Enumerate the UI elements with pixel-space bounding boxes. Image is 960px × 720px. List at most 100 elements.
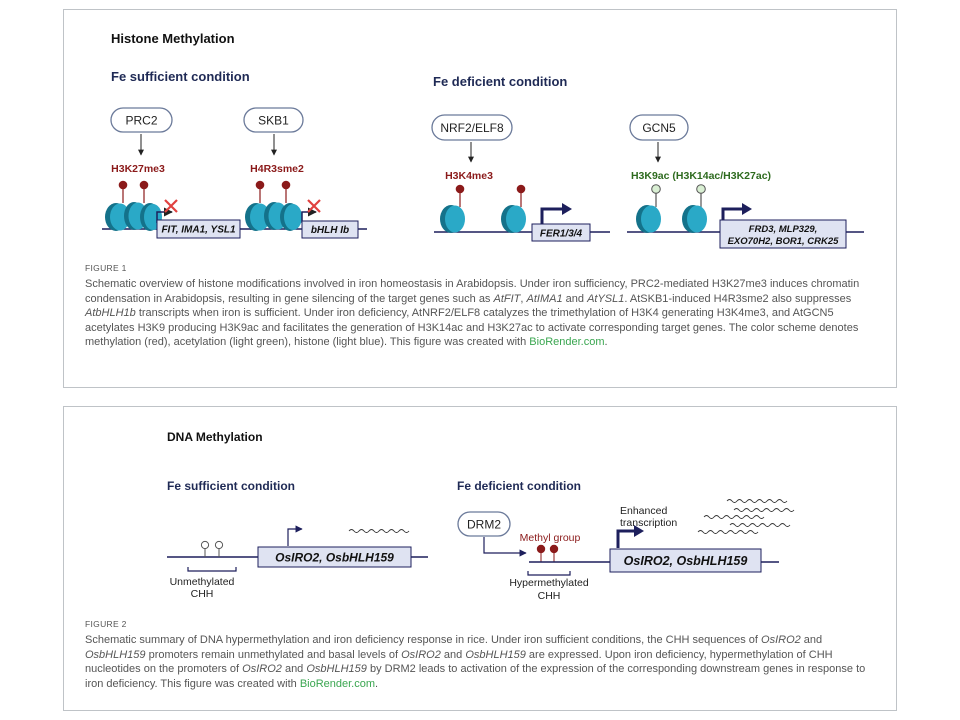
- caption-segment: transcripts when iron is sufficient. Und…: [85, 307, 859, 349]
- figure-1-schematic: Histone Methylation Fe sufficient condit…: [102, 31, 864, 249]
- methyl-mark: [536, 544, 546, 554]
- caption-segment: promoters remain unmethylated and basal …: [145, 648, 402, 661]
- unmethylated-label-1: Unmethylated: [170, 576, 235, 588]
- unmethylated-mark: [214, 540, 224, 550]
- italic-term: AtYSL1: [587, 292, 625, 305]
- italic-term: OsbHLH159: [465, 648, 526, 661]
- gene-fit-label: FIT, IMA1, YSL1: [161, 225, 236, 236]
- caption-segment: and: [800, 634, 823, 646]
- figure-1-label: FIGURE 1: [85, 263, 127, 273]
- methyl-mark: [281, 180, 291, 190]
- gcn5-pill: [629, 114, 689, 141]
- figure-2-caption: Schematic summary of DNA hypermethylatio…: [85, 633, 881, 691]
- biorender-link[interactable]: BioRender.com: [299, 677, 376, 690]
- caption-segment: .: [604, 336, 608, 349]
- fe-sufficient-heading: Fe sufficient condition: [111, 69, 250, 84]
- fe-sufficient-heading-2: Fe sufficient condition: [167, 479, 295, 493]
- caption-segment: by DRM2 leads to activation of the expre…: [85, 663, 866, 690]
- h3k9ac-label: H3K9ac (H3K14ac/H3K27ac): [631, 170, 771, 182]
- dna-unmethylated: Unmethylated CHH OsIRO2, OsbHLH159: [167, 525, 428, 600]
- gene-fer-label: FER1/3/4: [540, 229, 583, 240]
- transcript-wave: [703, 515, 765, 519]
- figure-2-label: FIGURE 2: [85, 619, 127, 629]
- italic-term: OsbHLH159: [306, 663, 367, 676]
- h4r3sme2-label: H4R3sme2: [250, 163, 304, 175]
- histone: [284, 204, 302, 230]
- prc2-pill: [110, 107, 173, 133]
- caption-segment: Schematic summary of DNA hypermethylatio…: [85, 634, 762, 646]
- skb1-pill: [243, 107, 304, 133]
- cross-icon: [307, 199, 321, 213]
- transcript-wave: [348, 529, 410, 533]
- biorender-link[interactable]: BioRender.com: [529, 336, 605, 349]
- nrf2-label: NRF2/ELF8: [440, 121, 504, 135]
- h3k4me3-label: H3K4me3: [445, 170, 493, 182]
- nrf2-pill: [431, 114, 513, 141]
- skb1-label: SKB1: [258, 114, 289, 128]
- caption-segment: .: [375, 677, 379, 690]
- italic-term: AtbHLH1b: [85, 307, 136, 320]
- figure-1-title: Histone Methylation: [111, 31, 235, 46]
- enhanced-label-2: transcription: [620, 517, 677, 529]
- gene-box-deficient: [609, 548, 762, 573]
- fe-deficient-heading-2: Fe deficient condition: [457, 479, 581, 493]
- gene-box-bhlh: [301, 220, 359, 239]
- gene-label-deficient: OsIRO2, OsbHLH159: [624, 554, 748, 568]
- fe-deficient-heading: Fe deficient condition: [433, 74, 567, 89]
- italic-term: AtIMA1: [526, 292, 563, 305]
- methyl-mark: [455, 184, 465, 194]
- drm2-label: DRM2: [467, 518, 501, 532]
- prc2-label: PRC2: [125, 114, 157, 128]
- dna-hypermethylated: DRM2 Methyl group Hypermethylated CHH En…: [457, 499, 795, 602]
- caption-segment: and: [440, 648, 466, 661]
- cross-icon: [164, 199, 178, 213]
- caption-segment: . AtSKB1-induced H4R3sme2 also suppresse…: [624, 292, 852, 305]
- drm2-arrow: [483, 537, 527, 557]
- acetyl-mark: [696, 184, 706, 194]
- transcript-wave: [733, 508, 795, 512]
- figure-2-schematic: DNA Methylation Fe sufficient condition …: [167, 430, 795, 602]
- gene-box-fer: [531, 223, 591, 242]
- caption-segment: Schematic overview of histone modificati…: [85, 278, 860, 305]
- transcript-wave: [729, 523, 791, 527]
- gene-box-fit: [156, 219, 241, 239]
- italic-term: OsIRO2: [401, 648, 441, 661]
- chromatin-active-1: FER1/3/4: [434, 184, 610, 242]
- methyl-mark: [139, 180, 149, 190]
- transcript-wave: [726, 499, 788, 503]
- gene-bhlh-label: bHLH Ib: [311, 225, 349, 236]
- gene-frd3-label-line2: EXO70H2, BOR1, CRK25: [728, 236, 840, 247]
- drm2-pill: [457, 511, 511, 537]
- italic-term: OsbHLH159: [85, 648, 146, 661]
- methyl-mark: [516, 184, 526, 194]
- italic-term: OsIRO2: [761, 634, 801, 646]
- chromatin-active-2: FRD3, MLP329, EXO70H2, BOR1, CRK25: [627, 184, 864, 249]
- gene-box-frd3: [719, 219, 847, 249]
- histone: [506, 205, 526, 233]
- caption-segment: and: [281, 663, 307, 676]
- gene-box-sufficient: [257, 546, 412, 568]
- italic-term: OsIRO2: [242, 663, 282, 676]
- hypermethylated-label-2: CHH: [538, 590, 561, 602]
- unmethylated-label-2: CHH: [191, 588, 214, 600]
- methyl-mark: [255, 180, 265, 190]
- hypermethylated-label-1: Hypermethylated: [509, 577, 589, 589]
- acetyl-mark: [651, 184, 661, 194]
- gene-frd3-label-line1: FRD3, MLP329,: [749, 224, 818, 235]
- h3k27me3-label: H3K27me3: [111, 163, 165, 175]
- gene-label-sufficient: OsIRO2, OsbHLH159: [275, 551, 394, 565]
- transcript-wave: [697, 530, 759, 534]
- unmethylated-mark: [200, 540, 210, 550]
- gcn5-label: GCN5: [642, 121, 676, 135]
- histone: [687, 205, 707, 233]
- methyl-group-label: Methyl group: [520, 532, 581, 544]
- italic-term: AtFIT: [493, 292, 521, 305]
- methyl-mark: [549, 544, 559, 554]
- figure-1-caption: Schematic overview of histone modificati…: [85, 277, 881, 350]
- chromatin-silenced-2: bHLH Ib: [245, 180, 367, 239]
- figure-2-panel: DNA Methylation Fe sufficient condition …: [63, 406, 897, 711]
- histone: [445, 205, 465, 233]
- chromatin-silenced-1: FIT, IMA1, YSL1: [102, 180, 254, 239]
- caption-segment: and: [562, 292, 588, 305]
- caption-segment: ,: [520, 292, 527, 305]
